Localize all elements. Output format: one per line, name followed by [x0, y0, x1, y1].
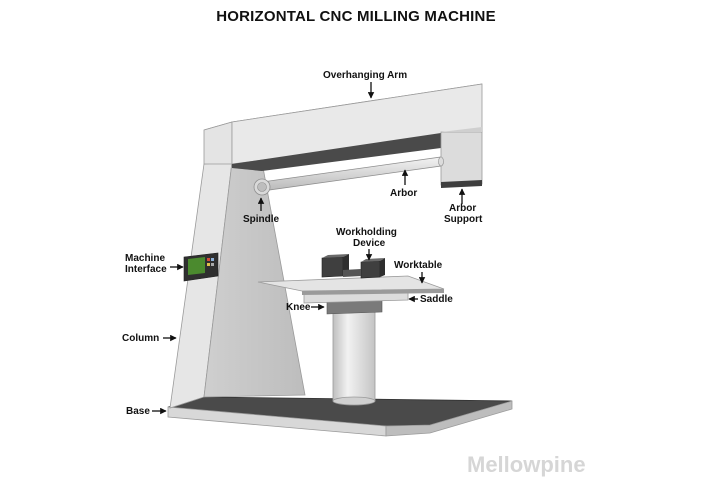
label-machine-interface: Machine Interface [125, 253, 184, 275]
svg-text:Saddle: Saddle [420, 294, 453, 305]
worktable [257, 275, 445, 295]
svg-text:Machine: Machine [125, 253, 165, 264]
label-base: Base [126, 406, 167, 417]
label-spindle: Spindle [243, 197, 280, 225]
label-workholding-device: Workholding Device [336, 227, 397, 261]
svg-text:Spindle: Spindle [243, 214, 280, 225]
svg-text:Support: Support [444, 214, 483, 225]
spindle [253, 178, 271, 196]
svg-text:Worktable: Worktable [394, 260, 443, 271]
diagram-title: HORIZONTAL CNC MILLING MACHINE [216, 8, 496, 25]
label-knee: Knee [286, 302, 325, 313]
svg-text:Overhanging Arm: Overhanging Arm [323, 70, 407, 81]
label-arbor-support: Arbor Support [444, 188, 483, 225]
label-worktable: Worktable [394, 260, 443, 284]
arbor-support [440, 127, 483, 188]
machine-interface-panel [183, 252, 219, 282]
label-overhanging-arm: Overhanging Arm [323, 70, 407, 99]
overhanging-arm [203, 83, 483, 171]
svg-text:Base: Base [126, 406, 150, 417]
svg-text:Arbor: Arbor [390, 188, 417, 199]
knee [326, 299, 383, 406]
workholding-device [321, 254, 385, 279]
label-arbor: Arbor [390, 169, 417, 199]
svg-text:Knee: Knee [286, 302, 311, 313]
label-column: Column [122, 333, 177, 344]
watermark: Mellowpine [467, 452, 586, 477]
svg-text:Workholding: Workholding [336, 227, 397, 238]
label-saddle: Saddle [408, 294, 453, 305]
svg-text:Interface: Interface [125, 264, 167, 275]
svg-text:Column: Column [122, 333, 159, 344]
svg-text:Arbor: Arbor [449, 203, 476, 214]
svg-text:Device: Device [353, 238, 386, 249]
base [167, 396, 513, 437]
